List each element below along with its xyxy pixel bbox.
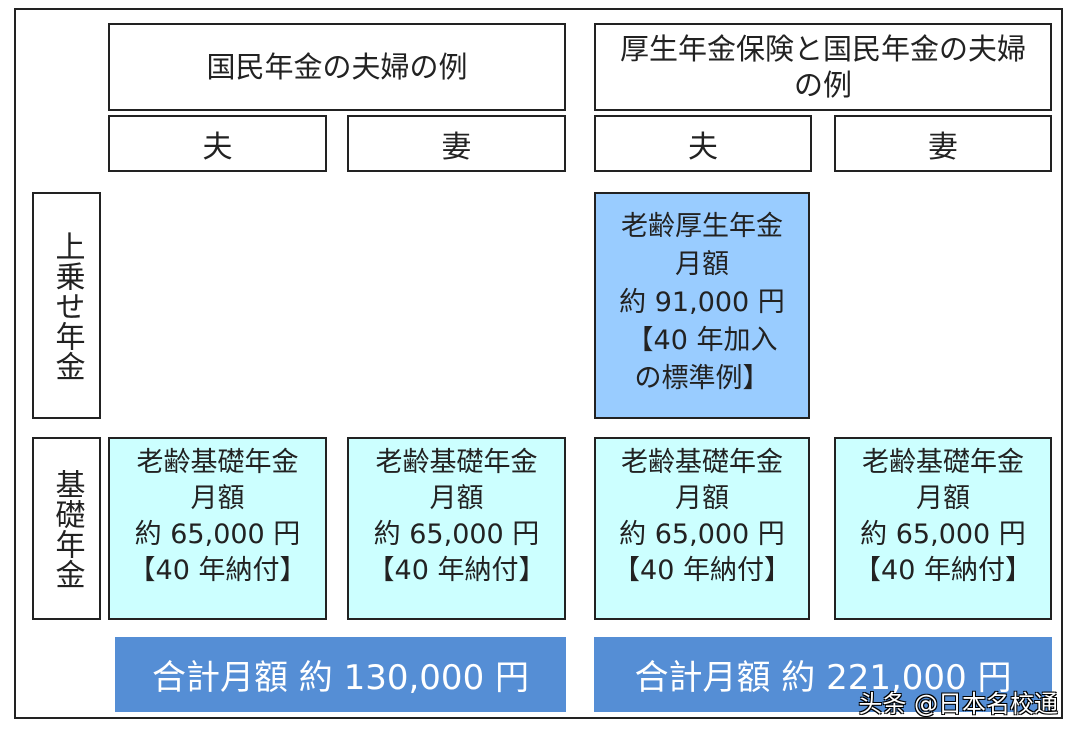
total-text: 合計月額 約 221,000 円 [634,658,1012,698]
total-text: 合計月額 約 130,000 円 [151,658,530,698]
basic-pension-box: 老齢基礎年金月額約 65,000 円【40 年納付】 [108,437,327,620]
line: 老齢基礎年金 [862,447,1024,478]
label: 夫 [202,129,233,165]
line: 【40 年納付】 [854,555,1032,586]
label: 妻 [928,129,958,165]
line: 月額 [916,483,970,514]
employee-pension-box: 老齢厚生年金 月額 約 91,000 円 【40 年加入 の標準例】 [594,192,810,419]
line: 約 65,000 円 [619,519,785,550]
line: の標準例】 [634,363,770,394]
line: 約 65,000 円 [373,519,540,550]
line: 月額 [675,249,729,280]
header-employee: 厚生年金保険と国民年金の夫婦の例 [594,23,1052,111]
diagram-frame [14,8,1063,719]
basic-pension-box: 老齢基礎年金月額約 65,000 円【40 年納付】 [834,437,1052,620]
basic-pension-box: 老齢基礎年金月額約 65,000 円【40 年納付】 [347,437,566,620]
col-wife-employee: 妻 [834,115,1052,172]
line: 約 65,000 円 [860,519,1026,550]
line: 月額 [190,483,245,514]
label: 上乗せ年金 [49,230,85,381]
basic-pension-box: 老齢基礎年金月額約 65,000 円【40 年納付】 [594,437,810,620]
line: 【40 年加入 [626,325,778,356]
line: 月額 [675,483,729,514]
total-national: 合計月額 約 130,000 円 [115,637,566,712]
label: 基礎年金 [49,468,85,589]
line: 月額 [429,483,484,514]
col-wife-national: 妻 [347,115,566,172]
watermark: 头条 @日本名校通 [858,690,1058,718]
line: 老齢基礎年金 [136,447,299,478]
line: 老齢厚生年金 [621,211,783,242]
header-national: 国民年金の夫婦の例 [108,23,566,111]
line: 約 91,000 円 [619,287,785,318]
line: 【40 年納付】 [367,555,546,586]
line: 約 65,000 円 [134,519,301,550]
header-national-text: 国民年金の夫婦の例 [206,50,468,84]
row-label-basic: 基礎年金 [32,437,101,620]
line: 老齢基礎年金 [375,447,538,478]
header-employee-text: 厚生年金保険と国民年金の夫婦の例 [619,32,1026,102]
col-husband-employee: 夫 [594,115,812,172]
col-husband-national: 夫 [108,115,327,172]
line: 老齢基礎年金 [621,447,783,478]
line: 【40 年納付】 [128,555,307,586]
label: 妻 [441,129,472,165]
row-label-upper: 上乗せ年金 [32,192,101,419]
total-employee: 合計月額 約 221,000 円 [594,637,1052,712]
label: 夫 [688,129,718,165]
line: 【40 年納付】 [613,555,791,586]
